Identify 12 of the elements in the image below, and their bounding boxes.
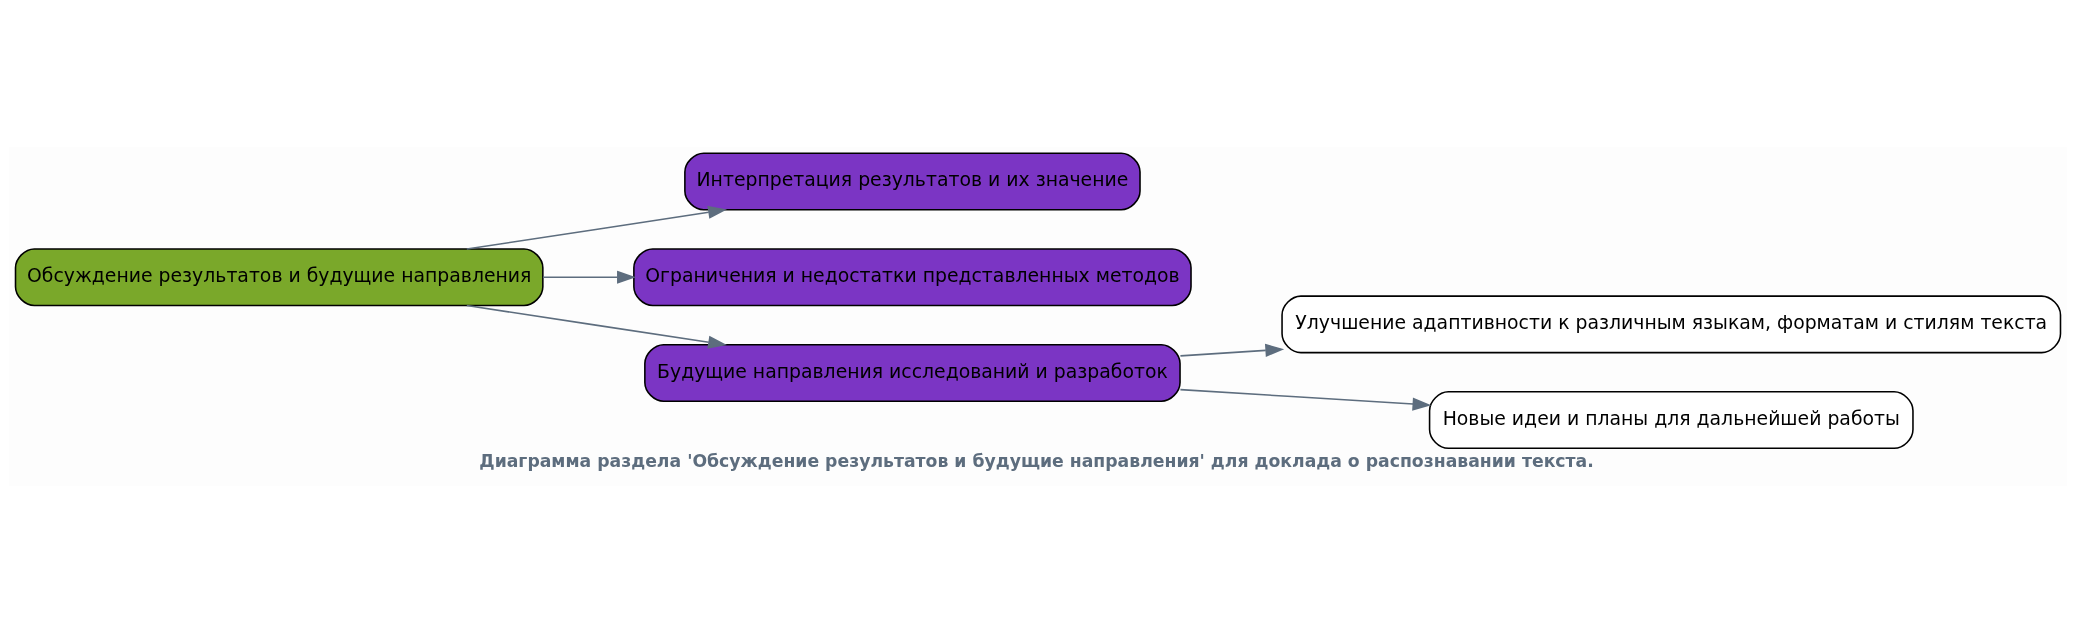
node-box: Новые идеи и планы для дальнейшей работы bbox=[1428, 390, 1914, 449]
node-box: Ограничения и недостатки представленных методов bbox=[633, 247, 1192, 306]
arrow bbox=[466, 304, 727, 349]
node-box: Улучшение адаптивности к различным языкам, форматам и стилям текста bbox=[1281, 294, 2062, 353]
node-box: Будущие направления исследований и разработок bbox=[644, 343, 1181, 402]
arrow bbox=[466, 205, 727, 250]
arrow bbox=[1179, 343, 1285, 357]
node-box: Обсуждение результатов и будущие направления bbox=[14, 247, 544, 306]
arrow bbox=[1179, 388, 1432, 411]
node-box: Интерпретация результатов и их значение bbox=[684, 152, 1141, 211]
caption: Диаграмма раздела 'Обсуждение результатов и будущие направления' для доклада о распознавании текста. bbox=[479, 450, 1594, 471]
arrow bbox=[542, 270, 636, 284]
